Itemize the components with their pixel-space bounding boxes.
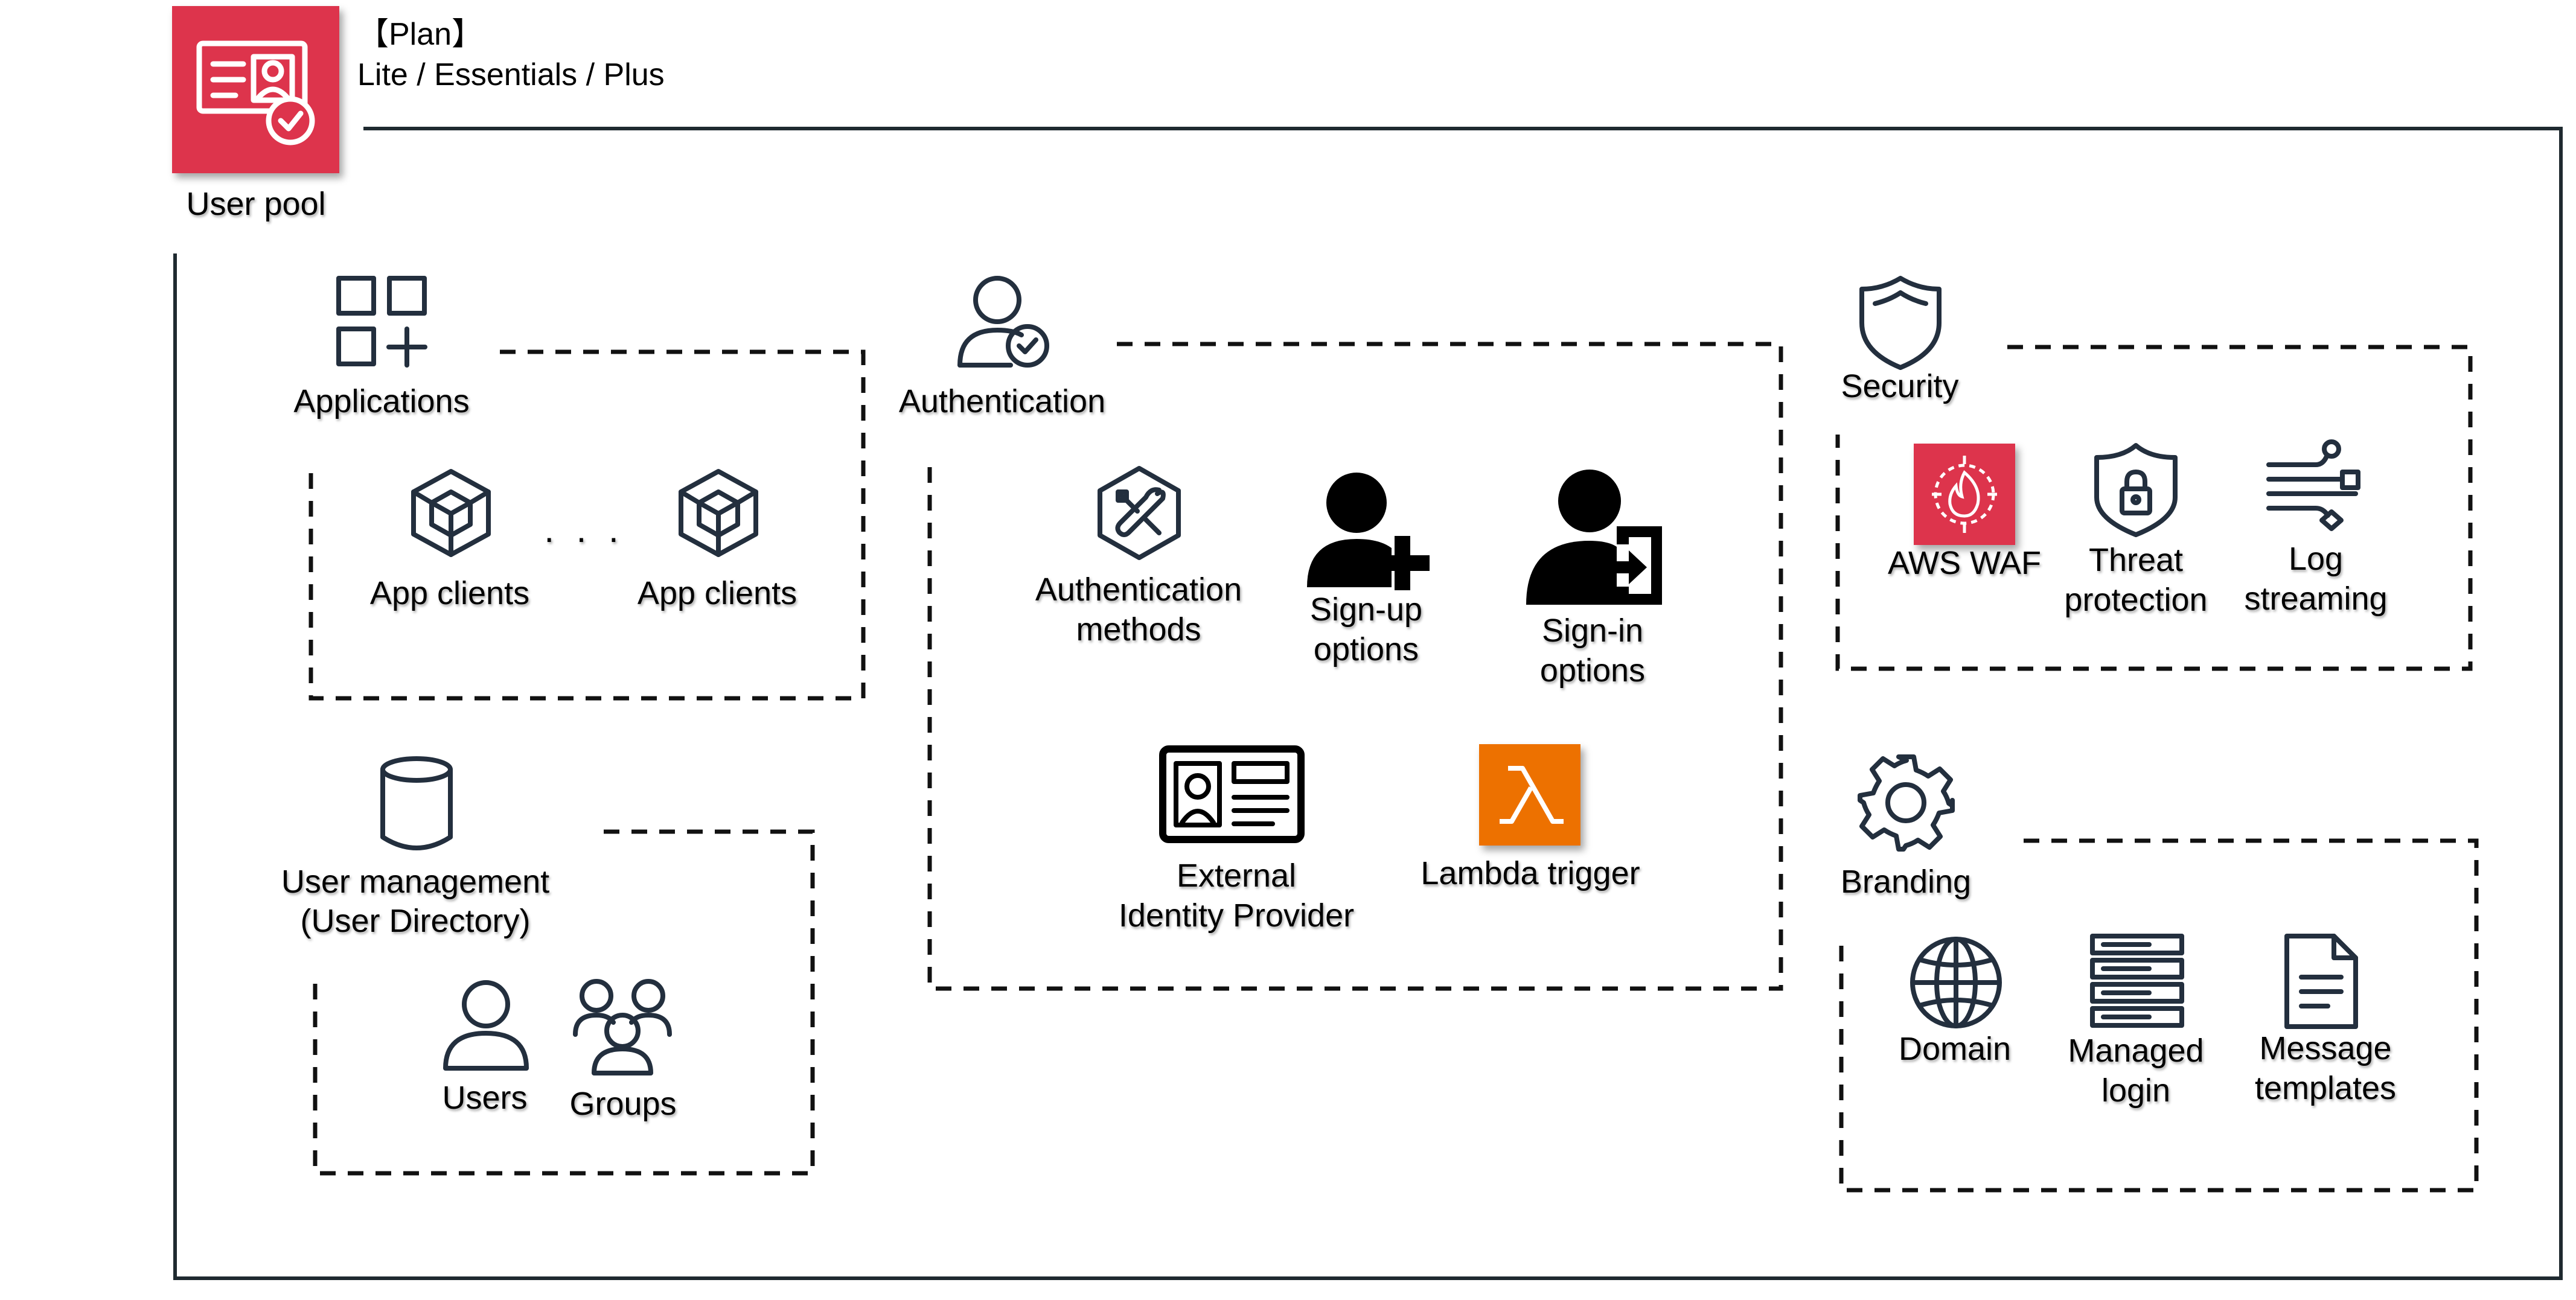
package-icon — [411, 469, 491, 557]
users-label: Users — [442, 1080, 528, 1116]
threat-protection-label-2: protection — [2064, 582, 2208, 618]
log-streaming-label-2: streaming — [2244, 581, 2388, 617]
managed-login-label-1: Managed — [2068, 1033, 2204, 1069]
shield-lock-icon — [2094, 443, 2178, 537]
document-icon — [2284, 934, 2358, 1029]
applications-box — [308, 349, 866, 701]
authentication-title: Authentication — [898, 383, 1106, 419]
log-stream-icon — [2266, 439, 2360, 531]
user-add-icon — [1307, 473, 1430, 590]
lambda-trigger-label: Lambda trigger — [1421, 855, 1640, 891]
tools-icon — [1098, 466, 1181, 560]
lambda-icon — [1479, 744, 1580, 846]
identity-card-icon — [1159, 745, 1305, 843]
applications-title: Applications — [293, 383, 470, 419]
security-title: Security — [1841, 368, 1959, 404]
groups-icon — [573, 979, 672, 1075]
plan-title: 【Plan】 — [357, 17, 484, 52]
auth-methods-label-2: methods — [1076, 611, 1201, 648]
aws-waf-label: AWS WAF — [1888, 545, 2041, 581]
domain-label: Domain — [1898, 1031, 2012, 1067]
user-management-title-2: (User Directory) — [300, 903, 531, 939]
security-box — [1835, 345, 2473, 671]
globe-icon — [1910, 937, 2002, 1028]
plan-tiers: Lite / Essentials / Plus — [357, 57, 665, 92]
user-management-title-1: User management — [281, 864, 550, 900]
managed-login-label-2: login — [2101, 1072, 2171, 1109]
auth-methods-label-1: Authentication — [1035, 572, 1242, 608]
threat-protection-label-1: Threat — [2088, 542, 2184, 578]
sign-in-label-2: options — [1539, 652, 1646, 689]
user-icon — [443, 980, 529, 1071]
log-streaming-label-1: Log — [2288, 541, 2344, 577]
applications-icon — [336, 276, 427, 368]
external-idp-label-2: Identity Provider — [1118, 897, 1355, 934]
waf-icon — [1914, 444, 2015, 545]
shield-icon — [1859, 276, 1942, 370]
app-clients-label-2: App clients — [637, 575, 797, 611]
package-icon — [679, 469, 758, 557]
database-icon — [380, 756, 453, 850]
message-templates-label-2: templates — [2254, 1070, 2397, 1106]
authentication-box — [927, 342, 1783, 991]
external-idp-label-1: External — [1176, 858, 1297, 894]
groups-label: Groups — [569, 1086, 677, 1122]
user-pool-icon — [172, 6, 339, 173]
app-clients-label-1: App clients — [369, 575, 530, 611]
user-management-box — [313, 829, 815, 1176]
user-sign-in-icon — [1526, 470, 1662, 605]
user-pool-label: User pool — [186, 186, 326, 222]
ellipsis: . . . — [544, 509, 625, 550]
sign-up-label-2: options — [1313, 631, 1419, 668]
sign-up-label-1: Sign-up — [1309, 591, 1423, 628]
message-templates-label-1: Message — [2259, 1030, 2392, 1066]
server-stack-icon — [2090, 934, 2184, 1028]
branding-title: Branding — [1840, 864, 1972, 900]
gear-icon — [1858, 754, 1955, 852]
sign-in-label-1: Sign-in — [1541, 613, 1644, 649]
authentication-icon — [957, 276, 1049, 368]
